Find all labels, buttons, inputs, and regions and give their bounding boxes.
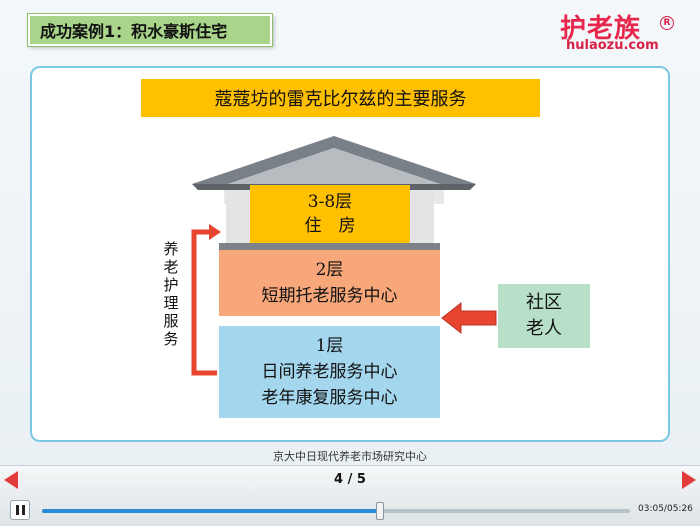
community-box: 社区 老人 bbox=[498, 284, 590, 348]
floor-1-label: 1层 bbox=[315, 336, 344, 356]
floor-2-box: 2层 短期托老服务中心 bbox=[219, 250, 440, 316]
progress-thumb[interactable] bbox=[375, 502, 384, 520]
player-controls: 4 / 5 03:05/05:26 bbox=[0, 465, 700, 526]
prev-arrow-icon[interactable] bbox=[4, 471, 18, 489]
progress-fill bbox=[42, 509, 380, 513]
floor-3-desc: 住 房 bbox=[304, 216, 356, 236]
time-display: 03:05/05:26 bbox=[638, 504, 693, 514]
floor-1-box: 1层 日间养老服务中心 老年康复服务中心 bbox=[219, 326, 440, 418]
community-line-1: 社区 bbox=[526, 292, 562, 313]
next-arrow-icon[interactable] bbox=[682, 471, 696, 489]
floor-2-desc: 短期托老服务中心 bbox=[261, 286, 398, 306]
floor-1-desc-2: 老年康复服务中心 bbox=[261, 388, 398, 408]
heading: 蔻蔻坊的雷克比尔兹的主要服务 bbox=[141, 79, 540, 117]
logo-text: 护老族 bbox=[560, 14, 642, 44]
page-indicator: 4 / 5 bbox=[334, 472, 366, 487]
floor-1-desc-1: 日间养老服务中心 bbox=[261, 362, 398, 382]
pause-icon bbox=[15, 505, 19, 515]
registered-mark-icon: R bbox=[660, 16, 674, 30]
progress-bar[interactable] bbox=[42, 502, 630, 520]
floor-divider bbox=[219, 243, 440, 250]
slide: 成功案例1：积水豪斯住宅 护老族 R hulaozu.com 蔻蔻坊的雷克比尔兹… bbox=[0, 0, 700, 465]
pause-button[interactable] bbox=[10, 500, 30, 520]
care-service-label: 养老护理服务 bbox=[163, 240, 179, 348]
floor-3-label: 3-8层 bbox=[307, 192, 353, 212]
community-line-2: 老人 bbox=[526, 318, 562, 339]
floor-2-label: 2层 bbox=[315, 260, 344, 280]
slide-title: 成功案例1：积水豪斯住宅 bbox=[28, 14, 272, 46]
logo: 护老族 R hulaozu.com bbox=[560, 8, 680, 53]
logo-url: hulaozu.com bbox=[566, 38, 659, 53]
floor-3-box: 3-8层 住 房 bbox=[250, 185, 410, 243]
footer-text: 京大中日现代养老市场研究中心 bbox=[273, 450, 427, 463]
